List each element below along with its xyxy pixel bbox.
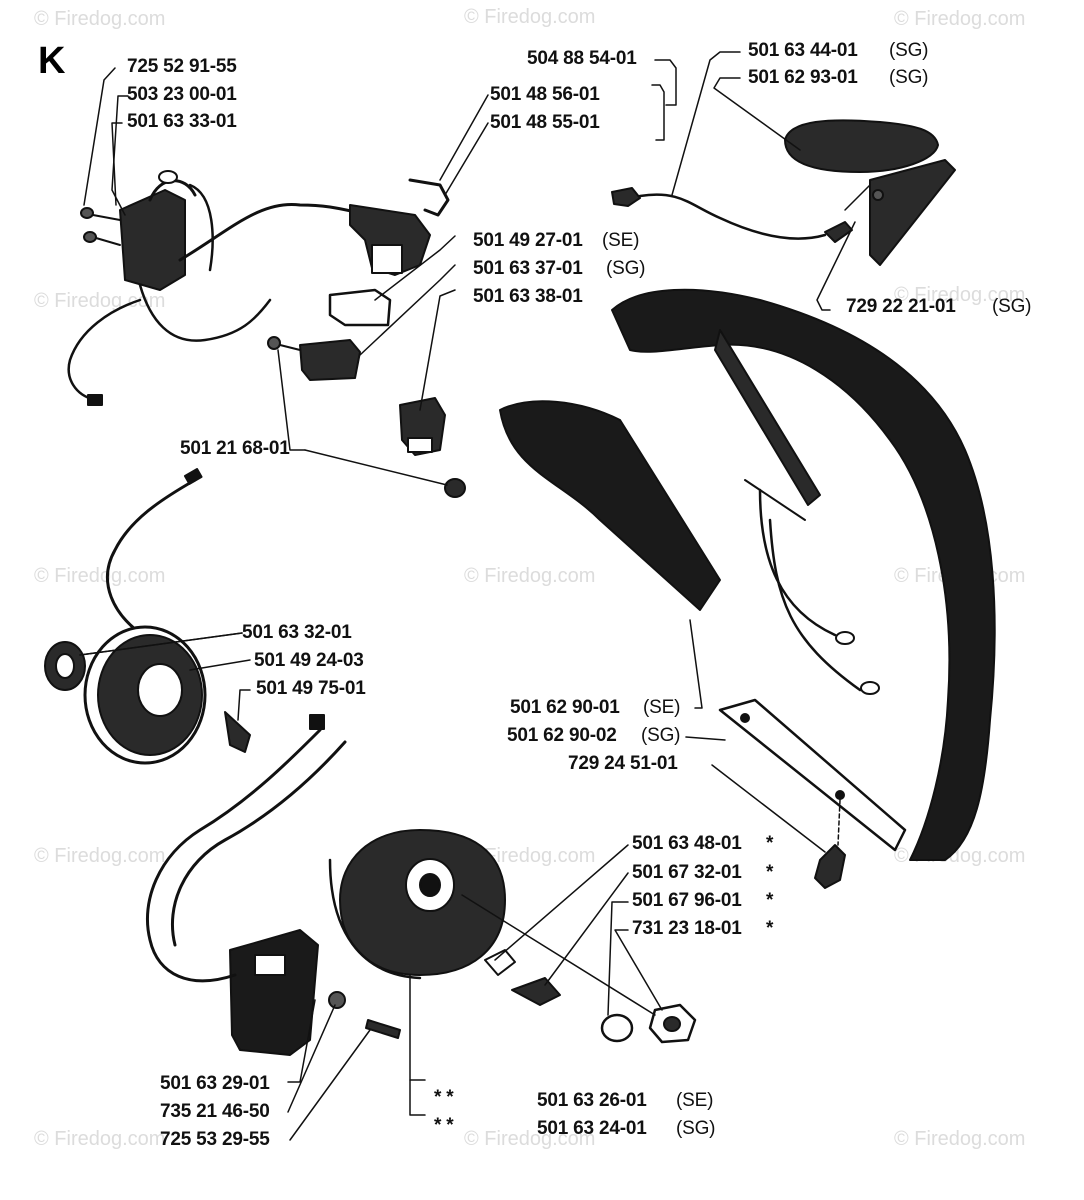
part-number-label: 501 21 68-01 <box>180 438 290 459</box>
variant-suffix: (SG) <box>992 296 1032 317</box>
watermark: © Firedog.com <box>894 284 1026 306</box>
watermark: © Firedog.com <box>34 290 166 312</box>
part-number-label: 501 63 44-01 <box>748 40 858 61</box>
part-number-label: 729 24 51-01 <box>568 753 678 774</box>
part-number-label: 501 49 75-01 <box>256 678 366 699</box>
watermark: © Firedog.com <box>34 8 166 30</box>
variant-suffix: (SE) <box>602 230 640 251</box>
leader-lines <box>79 51 871 1141</box>
watermark: © Firedog.com <box>34 565 166 587</box>
asterisk-marker: * <box>766 918 774 939</box>
variant-suffix: (SG) <box>889 40 929 61</box>
part-number-label: 501 62 90-01 <box>510 697 620 718</box>
part-number-label: 729 22 21-01 <box>846 296 956 317</box>
asterisk-marker: * <box>766 833 774 854</box>
part-number-label: 501 63 33-01 <box>127 111 237 132</box>
part-number-label: 725 53 29-55 <box>160 1129 270 1150</box>
stop-switch <box>267 178 466 498</box>
watermark: © Firedog.com <box>34 845 166 867</box>
part-number-label: 501 63 24-01 <box>537 1118 647 1139</box>
part-number-label: 501 63 32-01 <box>242 622 352 643</box>
part-number-label: 501 63 26-01 <box>537 1090 647 1111</box>
variant-suffix: (SG) <box>641 725 681 746</box>
part-number-label: 731 23 18-01 <box>632 918 742 939</box>
watermark: © Firedog.com <box>894 1128 1026 1150</box>
flywheel <box>328 829 506 980</box>
part-number-label: 501 49 24-03 <box>254 650 364 671</box>
part-number-label: 501 62 93-01 <box>748 67 858 88</box>
asterisk-marker: * * <box>434 1087 454 1108</box>
part-number-label: 501 49 27-01 <box>473 230 583 251</box>
flywheel-generator <box>44 468 251 765</box>
watermark: © Firedog.com <box>464 1128 596 1150</box>
part-number-label: 501 63 37-01 <box>473 258 583 279</box>
small-parts <box>484 949 697 1044</box>
variant-suffix: (SE) <box>643 697 681 718</box>
part-number-label: 503 23 00-01 <box>127 84 237 105</box>
front-handle <box>499 288 996 889</box>
part-number-label: 501 63 48-01 <box>632 833 742 854</box>
variant-suffix: (SG) <box>889 67 929 88</box>
ignition-coil-top <box>67 170 362 406</box>
asterisk-marker: * <box>766 862 774 883</box>
part-number-label: 501 67 96-01 <box>632 890 742 911</box>
variant-suffix: (SE) <box>676 1090 714 1111</box>
ignition-module <box>145 714 401 1056</box>
part-number-label: 501 63 38-01 <box>473 286 583 307</box>
watermark: © Firedog.com <box>894 8 1026 30</box>
variant-suffix: (SG) <box>606 258 646 279</box>
heating-element-sg <box>611 119 956 266</box>
asterisk-marker: * <box>766 890 774 911</box>
watermark: © Firedog.com <box>464 565 596 587</box>
asterisk-marker: * * <box>434 1115 454 1136</box>
watermark: © Firedog.com <box>34 1128 166 1150</box>
part-number-label: 725 52 91-55 <box>127 56 237 77</box>
part-number-label: 501 67 32-01 <box>632 862 742 883</box>
part-number-label: 501 63 29-01 <box>160 1073 270 1094</box>
part-number-label: 735 21 46-50 <box>160 1101 270 1122</box>
watermark: © Firedog.com <box>464 6 596 28</box>
section-letter: K <box>38 40 66 82</box>
part-number-label: 501 48 56-01 <box>490 84 600 105</box>
part-number-label: 501 62 90-02 <box>507 725 617 746</box>
part-number-label: 501 48 55-01 <box>490 112 600 133</box>
part-number-label: 504 88 54-01 <box>527 48 637 69</box>
variant-suffix: (SG) <box>676 1118 716 1139</box>
